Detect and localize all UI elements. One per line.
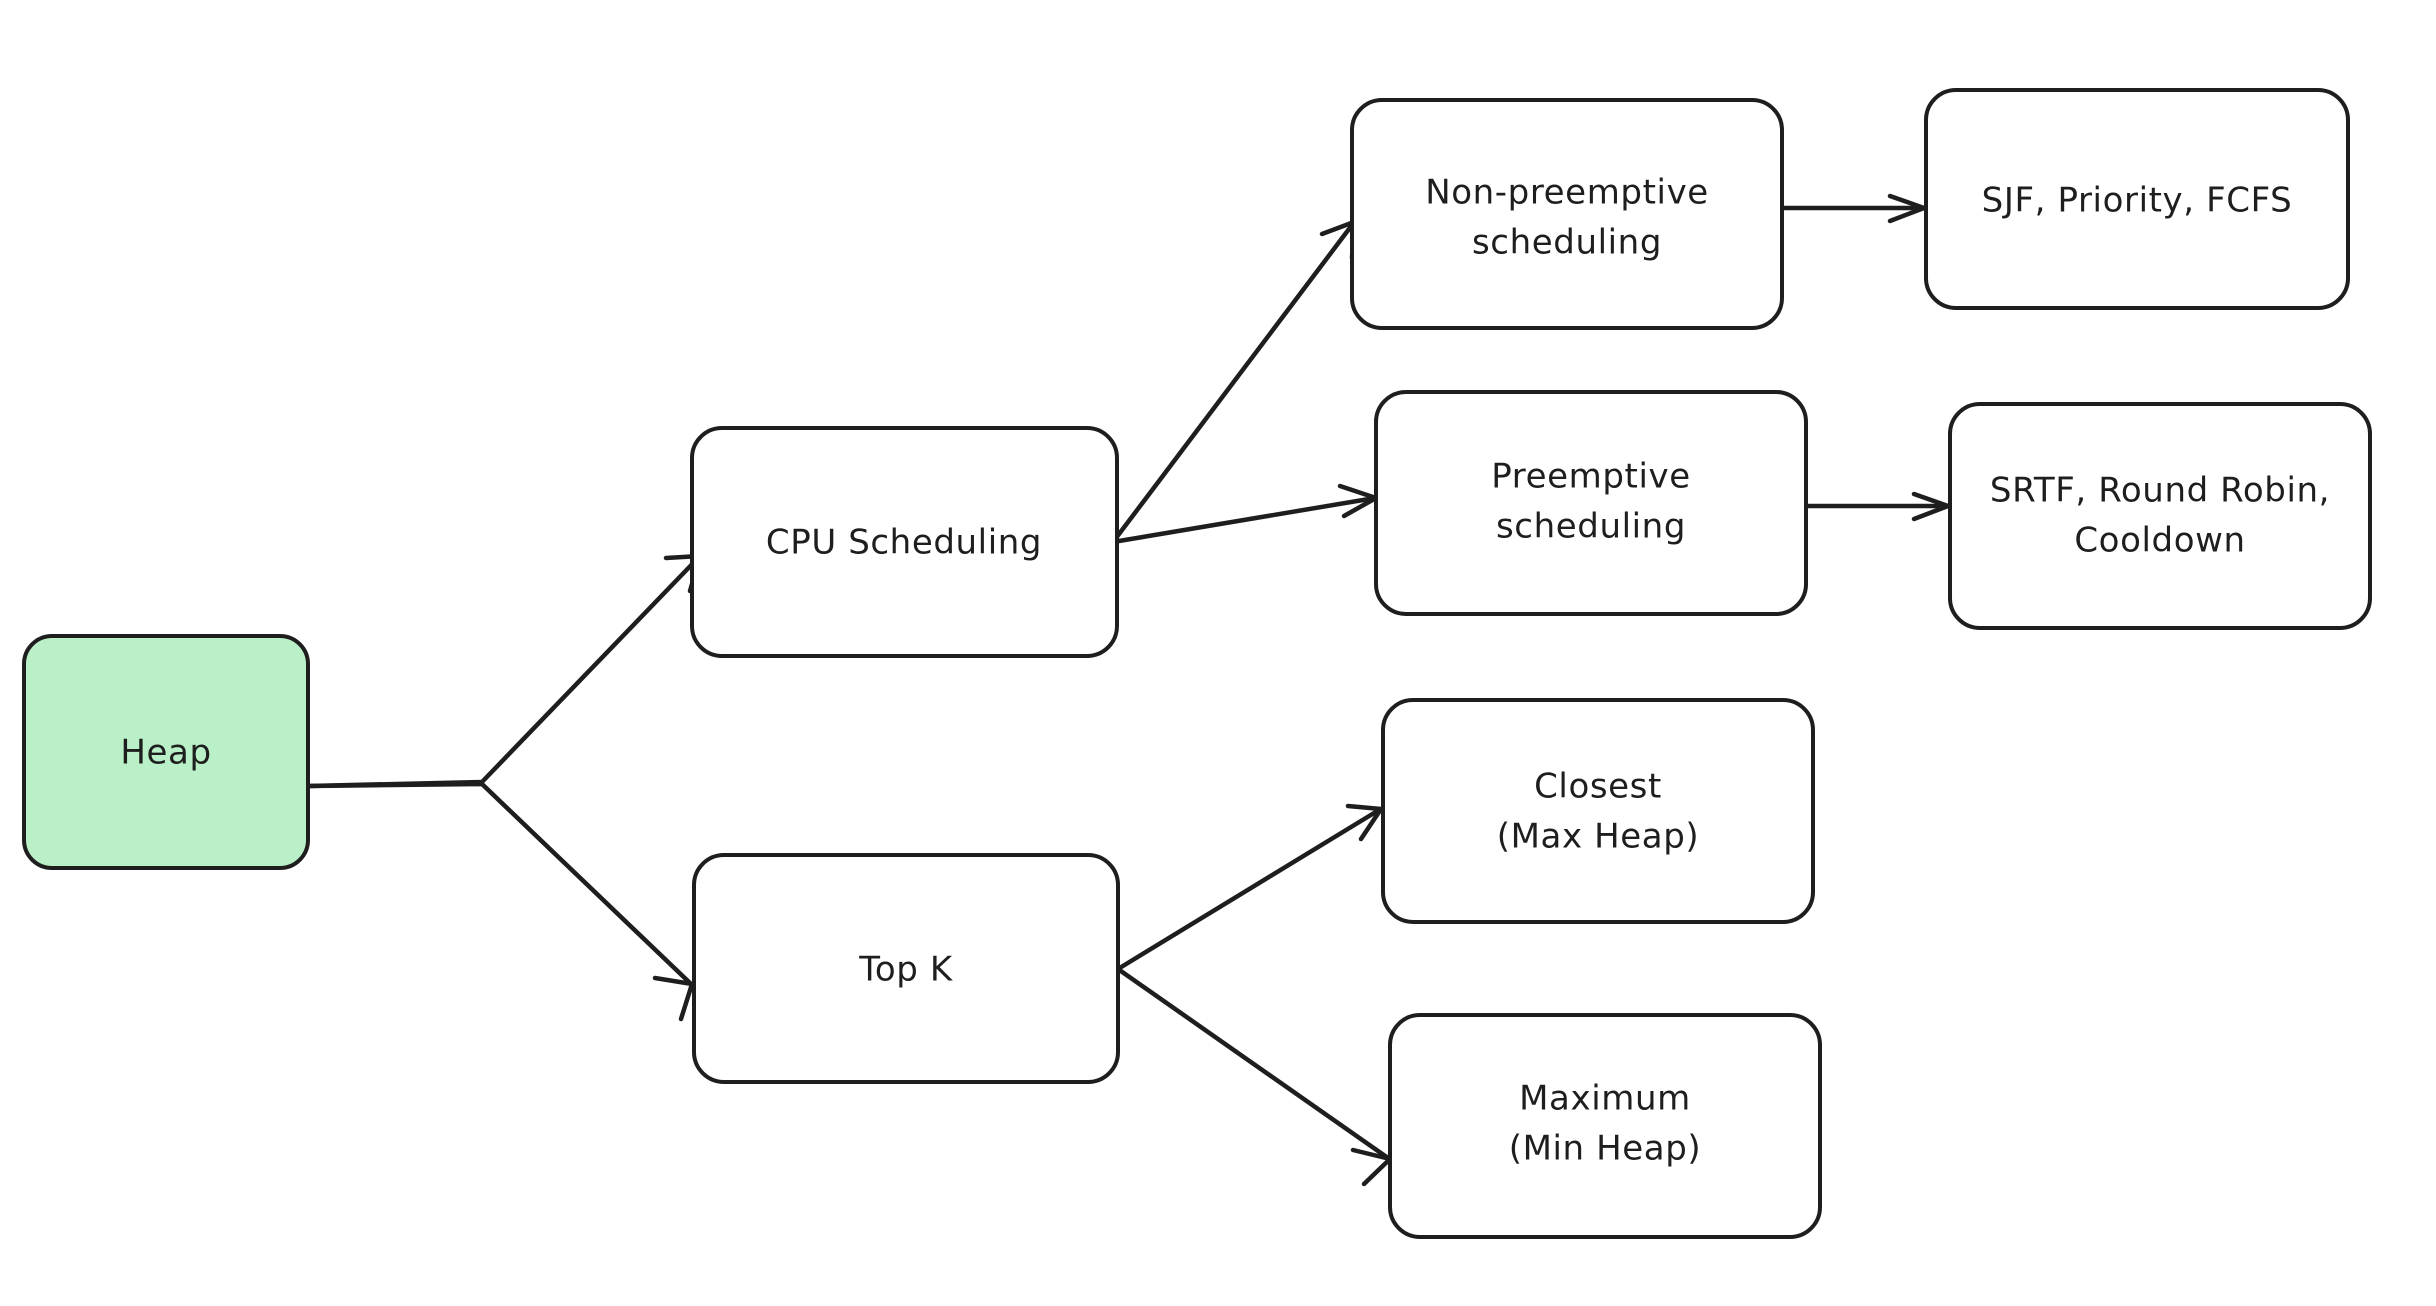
node-top-k-label: Top K	[858, 950, 954, 990]
node-heap[interactable]: Heap	[22, 634, 310, 870]
edge-heap-to-top-k[interactable]	[306, 781, 695, 1022]
node-sjf-priority-fcfs-label: SJF, Priority, FCFS	[1982, 181, 2293, 221]
node-maximum-min-heap[interactable]: Maximum (Min Heap)	[1388, 1013, 1822, 1239]
node-closest-max-heap[interactable]: Closest (Max Heap)	[1381, 698, 1815, 924]
edge-top-k-to-maximum[interactable]	[1115, 966, 1393, 1187]
node-heap-shape	[22, 634, 310, 870]
node-maximum-min-heap-label-line1: Maximum	[1519, 1079, 1691, 1119]
node-cpu-scheduling-shape	[690, 426, 1119, 658]
nodes-layer: Heap CPU Scheduling Top K Non-preemptive…	[22, 88, 2372, 1239]
edge-top-k-to-closest[interactable]	[1115, 803, 1384, 972]
node-sjf-priority-fcfs[interactable]: SJF, Priority, FCFS	[1924, 88, 2350, 310]
node-srtf-round-robin-cooldown[interactable]: SRTF, Round Robin, Cooldown	[1948, 402, 2372, 630]
node-preemptive-scheduling-label-line1: Preemptive	[1491, 457, 1691, 497]
node-top-k-shape	[692, 853, 1120, 1084]
edge-cpu-scheduling-to-non-preemptive[interactable]	[1110, 219, 1357, 545]
node-maximum-min-heap-shape	[1388, 1013, 1822, 1239]
edge-cpu-scheduling-to-preemptive[interactable]	[1110, 483, 1379, 545]
edge-non-preemptive-to-sjf[interactable]	[1781, 193, 1927, 224]
node-closest-max-heap-shape	[1381, 698, 1815, 924]
node-preemptive-scheduling[interactable]: Preemptive scheduling	[1374, 390, 1808, 616]
node-sjf-priority-fcfs-shape	[1924, 88, 2350, 310]
node-srtf-round-robin-cooldown-label-line2: Cooldown	[2074, 521, 2245, 561]
node-preemptive-scheduling-label-line2: scheduling	[1496, 507, 1686, 547]
node-non-preemptive-scheduling[interactable]: Non-preemptive scheduling	[1350, 98, 1784, 330]
node-maximum-min-heap-label-line2: (Min Heap)	[1509, 1129, 1702, 1169]
node-heap-label: Heap	[120, 733, 211, 773]
node-non-preemptive-scheduling-label-line2: scheduling	[1472, 223, 1662, 263]
edge-preemptive-to-srtf[interactable]	[1805, 491, 1951, 522]
node-top-k[interactable]: Top K	[692, 853, 1120, 1084]
node-srtf-round-robin-cooldown-shape	[1948, 402, 2372, 630]
node-closest-max-heap-label-line2: (Max Heap)	[1497, 817, 1700, 857]
node-non-preemptive-scheduling-label-line1: Non-preemptive	[1425, 173, 1709, 213]
node-srtf-round-robin-cooldown-label-line1: SRTF, Round Robin,	[1990, 471, 2330, 511]
edge-heap-to-cpu-scheduling[interactable]	[306, 553, 703, 789]
node-cpu-scheduling-label: CPU Scheduling	[766, 523, 1042, 563]
node-preemptive-scheduling-shape	[1374, 390, 1808, 616]
node-closest-max-heap-label-line1: Closest	[1534, 767, 1662, 807]
node-non-preemptive-scheduling-shape	[1350, 98, 1784, 330]
node-cpu-scheduling[interactable]: CPU Scheduling	[690, 426, 1119, 658]
